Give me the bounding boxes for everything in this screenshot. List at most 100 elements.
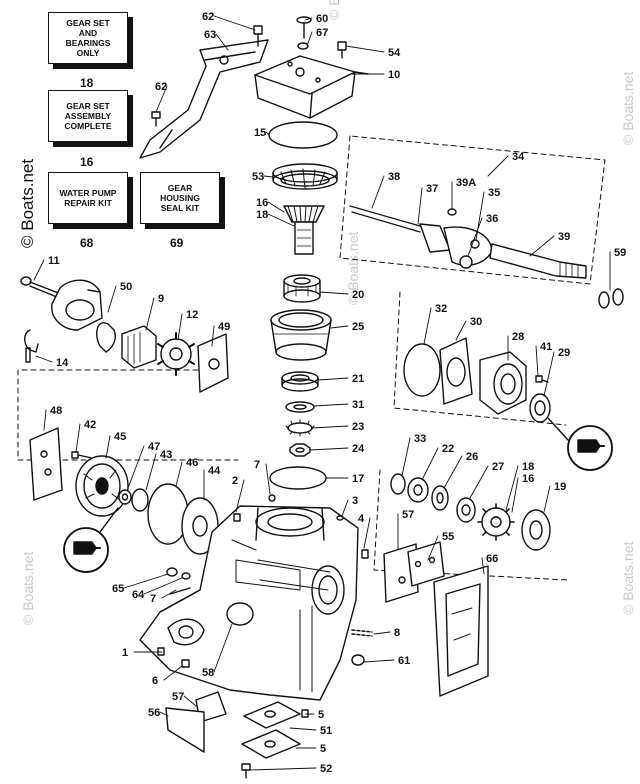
leader-line xyxy=(475,191,485,241)
part-callout-number: 24 xyxy=(352,443,365,455)
leader-line xyxy=(267,201,285,213)
part-callout-number: 46 xyxy=(186,457,198,469)
leader-line xyxy=(155,85,168,113)
part-callout-number: 29 xyxy=(558,347,570,359)
leader-line xyxy=(373,631,391,635)
part-callout-number: 12 xyxy=(186,309,198,321)
part-callout-number: 64 xyxy=(132,589,145,601)
bearing-21 xyxy=(281,371,319,392)
kit-label-line: ASSEMBLY xyxy=(64,111,112,121)
part-callout-number: 11 xyxy=(48,255,60,267)
kit-label-line: REPAIR KIT xyxy=(64,198,112,208)
lubricant-leader xyxy=(547,417,569,441)
part-callout-number: 31 xyxy=(352,399,364,411)
kit-number: 69 xyxy=(170,236,184,250)
kit-label-line: ONLY xyxy=(76,48,100,58)
lubricant-icon xyxy=(567,425,613,471)
leader-line xyxy=(319,291,349,295)
part-callout-number: 48 xyxy=(50,405,62,417)
nut-24 xyxy=(289,443,311,457)
leader-line xyxy=(145,453,157,491)
leader-line xyxy=(543,485,551,513)
part-callout-number: 26 xyxy=(466,451,478,463)
seal-29 xyxy=(529,393,551,423)
part-callout-number: 54 xyxy=(388,47,401,59)
leader-line xyxy=(183,695,197,707)
leader-line xyxy=(105,435,111,459)
bearing-27 xyxy=(456,497,476,523)
nipple-4 xyxy=(361,549,369,559)
plug-5 xyxy=(157,647,165,656)
washer-64 xyxy=(181,572,191,580)
leader-lines xyxy=(33,15,611,771)
leader-line xyxy=(107,285,117,313)
leader-line xyxy=(371,175,385,209)
pump-housing-50 xyxy=(51,279,103,331)
ring-59 xyxy=(612,288,624,306)
leader-line xyxy=(235,479,245,513)
leader-line xyxy=(455,320,467,341)
part-callout-number: 57 xyxy=(172,691,184,703)
water-pump-group-box xyxy=(17,369,239,461)
leader-line xyxy=(304,17,313,21)
part-callout-number: 19 xyxy=(554,481,566,493)
part-callout-number: 62 xyxy=(155,81,167,93)
kit-label-line: GEAR SET xyxy=(66,101,110,111)
leader-line xyxy=(263,175,274,178)
part-callout-number: 5 xyxy=(320,743,326,755)
part-callout-number: 66 xyxy=(486,553,498,565)
gasket-50 xyxy=(96,322,116,353)
part-callout-number: 16 xyxy=(522,473,534,485)
part-callout-number: 38 xyxy=(388,171,400,183)
leader-line xyxy=(481,557,485,575)
leader-line xyxy=(317,377,349,381)
leader-line xyxy=(417,187,423,225)
impeller-12 xyxy=(157,332,195,376)
leader-line xyxy=(487,155,509,177)
plate-51 xyxy=(243,701,301,729)
leader-line xyxy=(265,131,270,136)
leader-line xyxy=(309,447,349,451)
plug-58 xyxy=(226,602,254,626)
gear-16 xyxy=(477,503,515,541)
oring-32 xyxy=(403,343,441,397)
part-callout-number: 61 xyxy=(398,655,410,667)
part-callout-number: 49 xyxy=(218,321,230,333)
part-callout-number: 47 xyxy=(148,441,160,453)
leader-line xyxy=(33,259,45,281)
washer-67 xyxy=(297,42,309,50)
oring-46 xyxy=(147,483,189,545)
part-callout-number: 57 xyxy=(402,509,414,521)
screw-40 xyxy=(241,763,251,779)
part-callout-number: 18 xyxy=(256,209,268,221)
leader-line xyxy=(363,659,395,663)
part-callout-number: 59 xyxy=(614,247,626,259)
part-callout-number: 58 xyxy=(202,667,214,679)
nut-3 xyxy=(336,515,344,521)
leader-line xyxy=(249,767,317,771)
kit-number: 68 xyxy=(80,236,94,250)
washer-31-inner xyxy=(293,404,307,410)
lubricant-leader xyxy=(99,507,119,533)
leader-line xyxy=(211,325,215,347)
leader-line xyxy=(543,351,555,397)
part-callout-number: 28 xyxy=(512,331,524,343)
part-callout-number: 23 xyxy=(352,421,364,433)
bearing-53 xyxy=(272,163,338,190)
leader-line xyxy=(289,727,317,731)
part-callout-number: 53 xyxy=(252,171,264,183)
bearing-carrier-group-box xyxy=(393,291,567,426)
part-callout-number: 45 xyxy=(114,431,126,443)
driveshaft-group-box xyxy=(339,135,606,285)
gasket-66 xyxy=(433,565,489,697)
part-callout-number: 50 xyxy=(120,281,132,293)
leader-line xyxy=(163,665,183,681)
part-callout-number: 44 xyxy=(208,465,221,477)
leader-line xyxy=(345,45,385,53)
part-callout-number: 67 xyxy=(316,27,328,39)
